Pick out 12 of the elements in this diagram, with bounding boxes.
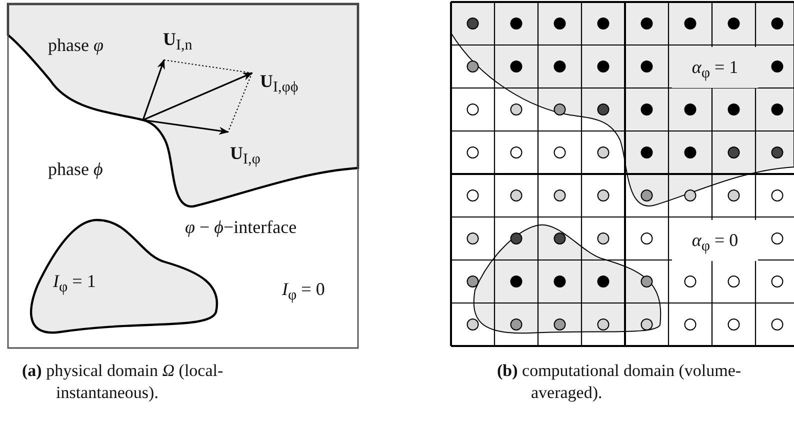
volume-fraction-label: α$_{φ}$ = 1 xyxy=(672,47,758,88)
indicator-label: I$_{φ}$ = 1 xyxy=(53,272,96,296)
subfigure-caption: (a) physical domain Ω (local-instantaneous). xyxy=(22,360,224,404)
subfigure-caption: (b) computational domain (volume-averaged). xyxy=(497,360,742,404)
region-label: phase φ xyxy=(48,36,104,56)
interface-label: φ − ϕ−interface xyxy=(185,218,297,238)
volume-fraction-label: α$_{φ}$ = 0 xyxy=(672,220,758,261)
vector-label: U$_{I,n}$ xyxy=(163,30,192,54)
vector-label: U$_{I,φ}$ xyxy=(230,144,260,168)
vector-label: U$_{I,φϕ}$ xyxy=(260,72,298,96)
region-label: phase ϕ xyxy=(48,160,103,180)
indicator-label: I$_{φ}$ = 0 xyxy=(282,280,325,304)
